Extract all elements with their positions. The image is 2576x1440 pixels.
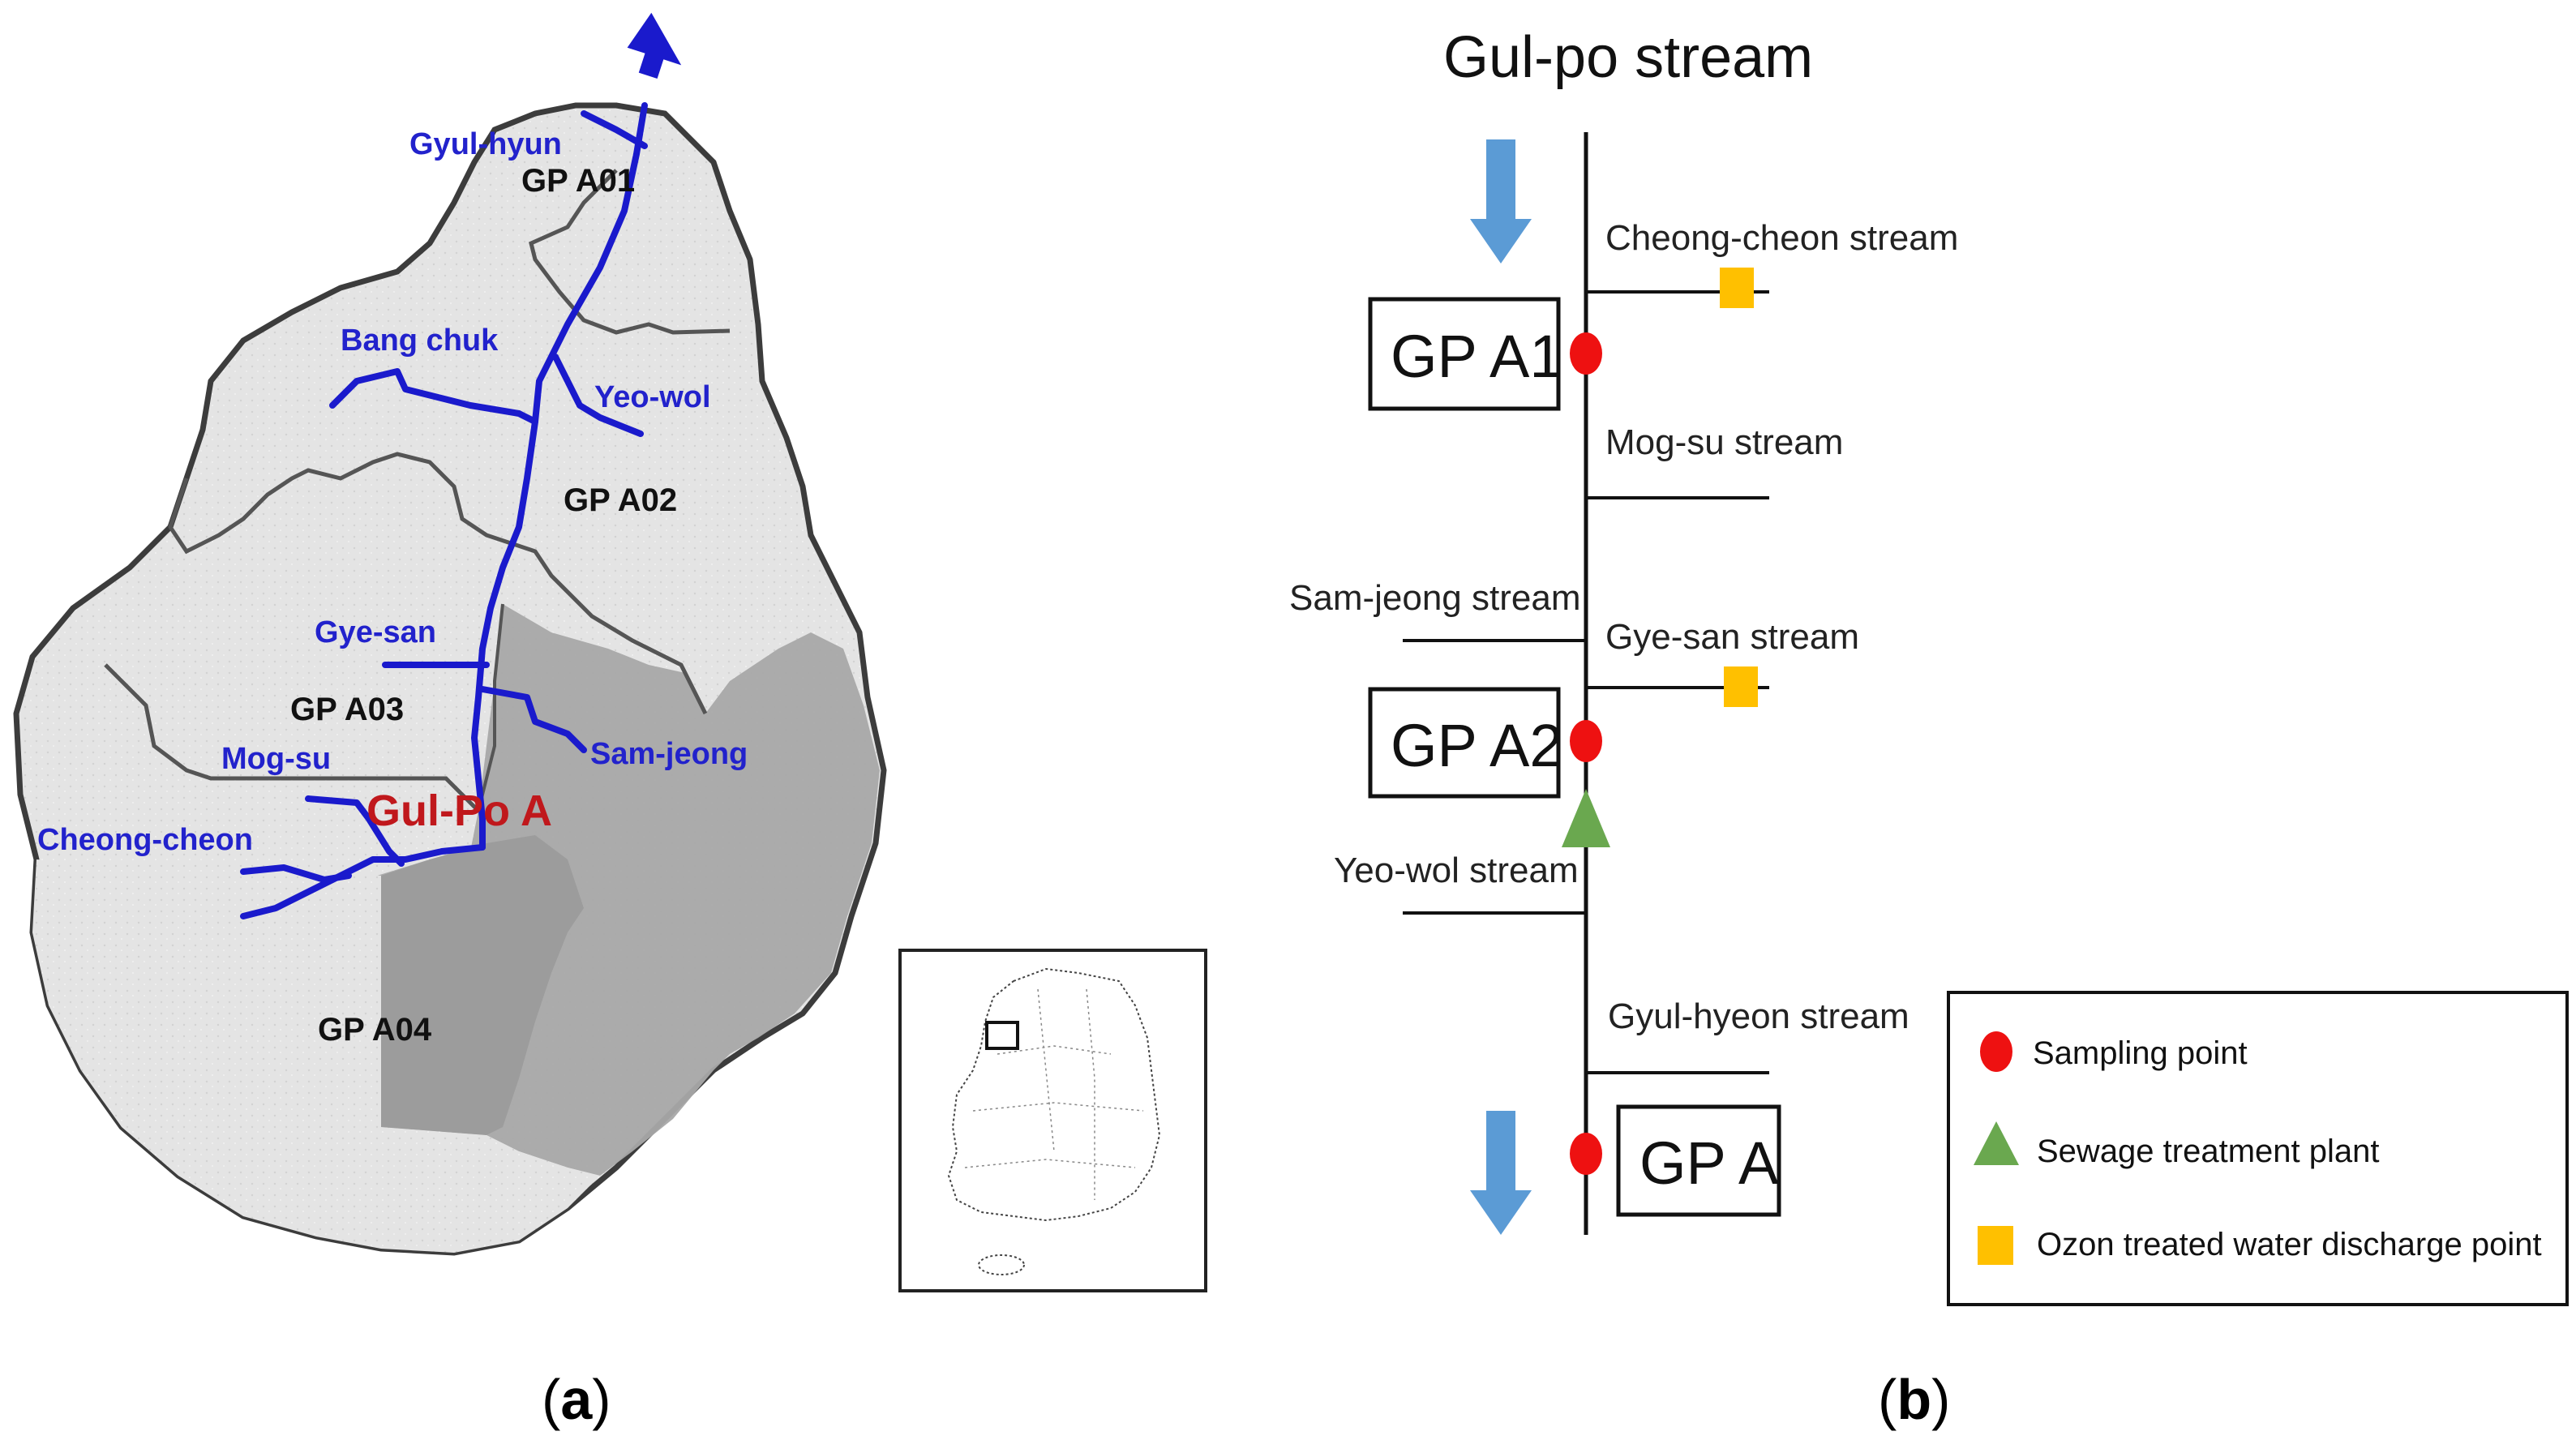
panel-b-schematic: Gul-po stream Cheong-cheon stream Mog-su… — [1289, 25, 2569, 1306]
legend-ozone-icon — [1978, 1226, 2013, 1265]
river-label-yeo-wol: Yeo-wol — [594, 380, 711, 414]
station-box-a2: GP A2 — [1368, 687, 1563, 799]
sampling-point-a2 — [1570, 720, 1602, 762]
river-gyul-hyun — [581, 110, 648, 149]
station-box-a1: GP A1 — [1368, 297, 1563, 411]
panel-a-map: Gyul-hyun Bang chuk Yeo-wol Gye-san Sam-… — [13, 12, 1207, 1292]
river-mog-su — [305, 795, 405, 867]
river-label-gye-san: Gye-san — [315, 615, 436, 649]
zone-label-a01: GP A01 — [521, 163, 635, 199]
river-label-gyul-hyun: Gyul-hyun — [409, 127, 562, 161]
north-outflow-arrow-icon — [627, 12, 682, 79]
outlet-label-gul-po-a: Gul-Po A — [366, 786, 552, 835]
river-cheong-trib — [240, 864, 352, 883]
flow-arrow-top-icon — [1470, 139, 1532, 264]
river-main-stem — [471, 102, 648, 851]
korea-inset-map — [898, 949, 1207, 1292]
caption-b: (b) — [1878, 1368, 1950, 1431]
stream-label-sam-jeong: Sam-jeong stream — [1289, 578, 1580, 618]
zone-label-a03: GP A03 — [290, 692, 404, 727]
river-label-sam-jeong: Sam-jeong — [590, 737, 748, 771]
river-sam-jeong — [479, 686, 587, 753]
river-label-mog-su: Mog-su — [221, 742, 331, 776]
legend-sampling-icon — [1980, 1031, 2012, 1072]
station-label-a: GP A — [1639, 1129, 1779, 1197]
schematic-title: Gul-po stream — [1443, 25, 1813, 90]
stream-label-yeo-wol: Yeo-wol stream — [1334, 851, 1579, 890]
boundary-a02-a03 — [168, 452, 708, 715]
zone-label-a02: GP A02 — [564, 482, 677, 518]
station-box-a: GP A — [1616, 1104, 1781, 1217]
river-cheong-cheon — [240, 844, 486, 919]
study-area-box — [985, 1021, 1019, 1050]
river-label-cheong-cheon: Cheong-cheon — [37, 823, 253, 857]
stream-label-cheong-cheon: Cheong-cheon stream — [1605, 218, 1958, 258]
legend-label-sampling: Sampling point — [2033, 1035, 2248, 1071]
zone-a04-inner-light — [32, 859, 600, 1253]
boundary-a03-a04 — [104, 663, 480, 812]
legend-label-sewage: Sewage treatment plant — [2037, 1134, 2379, 1169]
sampling-point-a — [1570, 1133, 1602, 1175]
stream-label-gye-san: Gye-san stream — [1605, 617, 1859, 657]
river-label-bang-chuk: Bang chuk — [341, 324, 499, 358]
legend-label-ozone: Ozon treated water discharge point — [2037, 1227, 2542, 1262]
boundary-a01-a02 — [529, 169, 731, 335]
river-bang-chuk — [329, 368, 538, 425]
stream-label-gyul-hyeon: Gyul-hyeon stream — [1608, 996, 1909, 1036]
river-yeo-wol — [552, 354, 644, 437]
ozone-point-gye-san — [1724, 666, 1758, 707]
jeju-island — [978, 1254, 1025, 1275]
boundary-east — [477, 603, 504, 812]
sampling-point-a1 — [1570, 332, 1602, 375]
ozone-point-cheong-cheon — [1720, 268, 1754, 308]
river-network — [240, 102, 648, 919]
caption-a: (a) — [542, 1368, 611, 1431]
legend-sewage-icon — [1974, 1121, 2019, 1165]
station-label-a2: GP A2 — [1391, 712, 1563, 779]
flow-arrow-bottom-icon — [1470, 1111, 1532, 1235]
zone-a04-mid — [381, 835, 584, 1135]
sewage-treatment-plant — [1562, 789, 1610, 847]
korea-outline — [947, 967, 1161, 1222]
stream-label-mog-su: Mog-su stream — [1605, 422, 1843, 462]
zone-label-a04: GP A04 — [318, 1012, 432, 1048]
legend: Sampling point Sewage treatment plant Oz… — [1947, 991, 2569, 1306]
station-label-a1: GP A1 — [1391, 323, 1563, 390]
